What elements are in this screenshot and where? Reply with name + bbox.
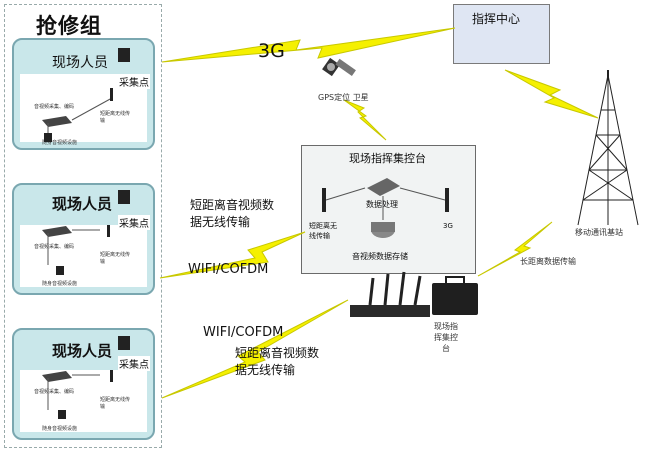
encoder-icon — [42, 226, 72, 237]
portable-line2: 挥集控 — [434, 333, 458, 342]
gps-satellite-icon — [322, 57, 356, 77]
wifi-cofdm-label-2: WIFI/COFDM — [203, 325, 284, 340]
short-range-label: 短距离无线传输 — [100, 397, 131, 410]
short-range-link-label-2: 短距离音视频数 据无线传输 — [235, 345, 319, 379]
team-1-icons — [42, 48, 130, 142]
short-range-line1: 短距离音视频数 — [235, 346, 320, 360]
short-range-line2: 据无线传输 — [190, 215, 251, 229]
console-short-range-label: 短距离无线传输 — [309, 222, 337, 240]
collect-point-label: 采集点 — [118, 215, 150, 230]
body-device-label: 随身音视频设施 — [42, 281, 78, 287]
portable-line3: 台 — [442, 344, 450, 353]
tower-icon — [577, 70, 639, 226]
av-capture-label: 音视频采集、编码 — [34, 389, 75, 395]
tower-label: 移动通讯基站 — [575, 228, 623, 237]
collect-point-label: 采集点 — [118, 356, 150, 371]
console-icons — [322, 178, 449, 238]
team-2-icons — [42, 190, 130, 275]
wifi-cofdm-label-1: WIFI/COFDM — [188, 262, 269, 277]
center-tower-bolt — [504, 69, 599, 119]
av-capture-label: 音视频采集、编码 — [34, 244, 75, 250]
body-device-icon — [44, 133, 52, 142]
3g-link-bolt — [161, 27, 456, 63]
encoder-icon — [42, 116, 72, 127]
body-device-label: 随身音视频设施 — [42, 140, 78, 146]
console-title: 现场指挥集控台 — [349, 152, 426, 165]
short-range-link-label-1: 短距离音视频数 据无线传输 — [190, 197, 274, 231]
short-range-label: 短距离无线传输 — [100, 252, 131, 265]
3g-antenna-icon — [445, 188, 449, 212]
repair-group-title: 抢修组 — [36, 14, 102, 38]
team-3-icons — [42, 336, 130, 419]
long-range-label: 长距离数据传输 — [520, 257, 576, 266]
camera-icon — [118, 336, 130, 350]
team-person-label: 现场人员 — [52, 55, 108, 71]
antenna-icon — [110, 370, 113, 382]
data-processing-label: 数据处理 — [366, 200, 398, 209]
team-diagram: 音视频采集、编码 短距离无线传输 随身音视频设施 — [20, 370, 147, 432]
team2-link-bolt — [159, 231, 306, 279]
short-range-label: 短距离无线传输 — [100, 111, 131, 124]
team-card-2: 现场人员 音视频采集、编码 短距离无线传输 随身音视频设施 采集点 — [12, 183, 155, 295]
long-range-bolt — [477, 221, 553, 277]
team-person-label: 现场人员 — [52, 195, 113, 213]
storage-label: 音视频数据存储 — [352, 252, 408, 261]
av-capture-label: 音视频采集、编码 — [34, 104, 75, 110]
repair-group-frame — [4, 4, 162, 448]
team-person-label: 现场人员 — [52, 342, 113, 360]
antenna-icon — [107, 225, 110, 237]
gps-label: GPS定位 卫星 — [318, 93, 369, 102]
team-card-1: 现场人员 音视频采集、编码 短距离无线传输 随身音视频设施 采集点 — [12, 38, 155, 150]
encoder-icon — [42, 371, 72, 382]
3g-link-label: 3G — [258, 40, 285, 62]
camera-icon — [118, 48, 130, 62]
body-device-icon — [58, 410, 66, 419]
short-range-line2: 据无线传输 — [235, 363, 296, 377]
body-device-label: 随身音视频设施 — [42, 426, 78, 432]
collect-point-label: 采集点 — [118, 74, 150, 89]
antenna-icon — [322, 188, 326, 212]
router-icon — [367, 178, 400, 196]
portable-console-label: 现场指 挥集控 台 — [434, 321, 458, 354]
body-device-icon — [56, 266, 64, 275]
briefcase-icon — [432, 276, 478, 315]
short-range-line1: 短距离音视频数 — [190, 198, 275, 212]
team-card-3: 现场人员 音视频采集、编码 短距离无线传输 随身音视频设施 采集点 — [12, 328, 155, 440]
multi-antenna-device-icon — [350, 271, 430, 317]
portable-line1: 现场指 — [434, 322, 458, 331]
gps-link-bolt — [343, 99, 387, 141]
antenna-icon — [110, 88, 113, 101]
command-center-label: 指挥中心 — [472, 12, 521, 26]
console-3g-label: 3G — [443, 222, 453, 230]
camera-icon — [118, 190, 130, 204]
team3-link-bolt — [161, 299, 349, 399]
team-diagram: 音视频采集、编码 短距离无线传输 随身音视频设施 — [20, 225, 147, 287]
command-center-box: 指挥中心 — [453, 4, 550, 64]
